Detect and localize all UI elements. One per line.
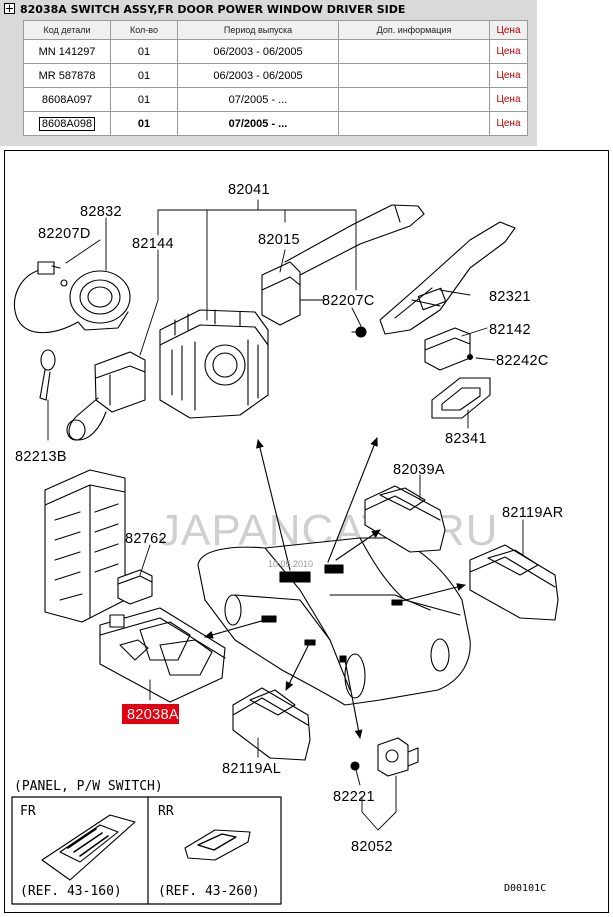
- cell-info: [338, 111, 490, 136]
- parts-panel: 82038A SWITCH ASSY,FR DOOR POWER WINDOW …: [0, 0, 537, 146]
- label-82321[interactable]: 82321: [489, 289, 531, 305]
- price-link[interactable]: Цена: [489, 39, 528, 64]
- direction-arrows: [204, 437, 466, 739]
- part-82213B-cable-tie[interactable]: [39, 349, 56, 401]
- part-82762-relay[interactable]: [117, 569, 153, 605]
- selected-code: 8608A098: [38, 116, 96, 131]
- part-labels: 82041 82832 82207D 82144 82015 82207C 82…: [15, 182, 564, 855]
- part-82221-screw[interactable]: [350, 761, 360, 771]
- diagram-frame: [4, 150, 609, 913]
- expand-icon[interactable]: [4, 3, 15, 14]
- label-82221[interactable]: 82221: [333, 789, 375, 805]
- parts-table: Код детали Кол-во Период выпуска Доп. ин…: [23, 20, 528, 136]
- table-row[interactable]: MR 587878 01 06/2003 - 06/2005 Цена: [23, 63, 528, 88]
- label-82207C[interactable]: 82207C: [322, 293, 375, 309]
- part-header: 82038A SWITCH ASSY,FR DOOR POWER WINDOW …: [4, 3, 405, 16]
- label-82119AR[interactable]: 82119AR: [502, 505, 564, 521]
- label-82213B[interactable]: 82213B: [15, 449, 67, 465]
- part-82321-bracket[interactable]: [379, 221, 516, 335]
- part-82207C-screw[interactable]: [351, 326, 367, 338]
- panel-inset: (PANEL, P/W SWITCH) FR RR (REF. 43-160) …: [11, 779, 282, 905]
- panel-rr-drawing: [184, 829, 251, 861]
- part-82341-cover[interactable]: [431, 377, 491, 419]
- cell-qty: 01: [110, 39, 178, 64]
- panel-ref-fr: (REF. 43-160): [20, 884, 122, 899]
- panel-fr-label: FR: [20, 804, 36, 819]
- part-82144-lever-switch[interactable]: [66, 351, 146, 441]
- label-82119AL[interactable]: 82119AL: [222, 761, 281, 777]
- part-82832-coil[interactable]: [13, 261, 131, 334]
- part-title: 82038A SWITCH ASSY,FR DOOR POWER WINDOW …: [20, 3, 406, 16]
- drawing-code: D00101C: [504, 883, 546, 894]
- table-row-selected[interactable]: 8608A098 01 07/2005 - ... Цена: [23, 111, 528, 136]
- label-82832[interactable]: 82832: [80, 204, 122, 220]
- part-82041-combination-switch[interactable]: [159, 309, 269, 419]
- part-82052-switch[interactable]: [377, 737, 419, 777]
- price-link[interactable]: Цена: [489, 63, 528, 88]
- panel-ref-rr: (REF. 43-260): [158, 884, 260, 899]
- part-82119AL-switch[interactable]: [232, 687, 311, 761]
- cell-code: 8608A098: [23, 111, 111, 136]
- part-82038A-window-switch[interactable]: [99, 607, 226, 703]
- table-row[interactable]: MN 141297 01 06/2003 - 06/2005 Цена: [23, 39, 528, 64]
- cell-qty: 01: [110, 63, 178, 88]
- label-82015[interactable]: 82015: [258, 232, 300, 248]
- label-82341[interactable]: 82341: [445, 431, 487, 447]
- col-period: Период выпуска: [177, 20, 339, 40]
- label-82207D[interactable]: 82207D: [38, 226, 91, 242]
- car-body: [197, 537, 471, 706]
- price-link[interactable]: Цена: [489, 111, 528, 136]
- label-82762[interactable]: 82762: [125, 531, 167, 547]
- panel-title: (PANEL, P/W SWITCH): [14, 779, 163, 794]
- part-relay-box[interactable]: [44, 469, 126, 623]
- leader-lines: [47, 199, 524, 831]
- table-row[interactable]: 8608A097 01 07/2005 - ... Цена: [23, 87, 528, 112]
- date-stamp: 10.05.2010: [268, 559, 313, 569]
- part-82119AR-switch[interactable]: [469, 544, 559, 621]
- cell-info: [338, 87, 490, 112]
- cell-code: MN 141297: [23, 39, 111, 64]
- label-82039A[interactable]: 82039A: [393, 462, 445, 478]
- label-82142[interactable]: 82142: [489, 322, 531, 338]
- col-price: Цена: [489, 20, 528, 40]
- panel-fr-drawing: [41, 814, 136, 881]
- part-82039A-switch[interactable]: [364, 485, 446, 553]
- label-82242C[interactable]: 82242C: [496, 353, 549, 369]
- label-82038A-highlight[interactable]: [122, 704, 179, 724]
- cell-info: [338, 63, 490, 88]
- cell-qty: 01: [110, 87, 178, 112]
- cell-period: 07/2005 - ...: [177, 111, 339, 136]
- label-82052[interactable]: 82052: [351, 839, 393, 855]
- cell-code: MR 587878: [23, 63, 111, 88]
- part-82142-switch[interactable]: [424, 327, 474, 371]
- label-82041[interactable]: 82041: [228, 182, 270, 198]
- cell-period: 07/2005 - ...: [177, 87, 339, 112]
- label-82038A[interactable]: 82038A: [127, 707, 179, 723]
- panel-rr-label: RR: [158, 804, 174, 819]
- label-82144[interactable]: 82144: [132, 236, 174, 252]
- part-82015-wiper-lever[interactable]: [261, 204, 425, 326]
- col-info: Доп. информация: [338, 20, 490, 40]
